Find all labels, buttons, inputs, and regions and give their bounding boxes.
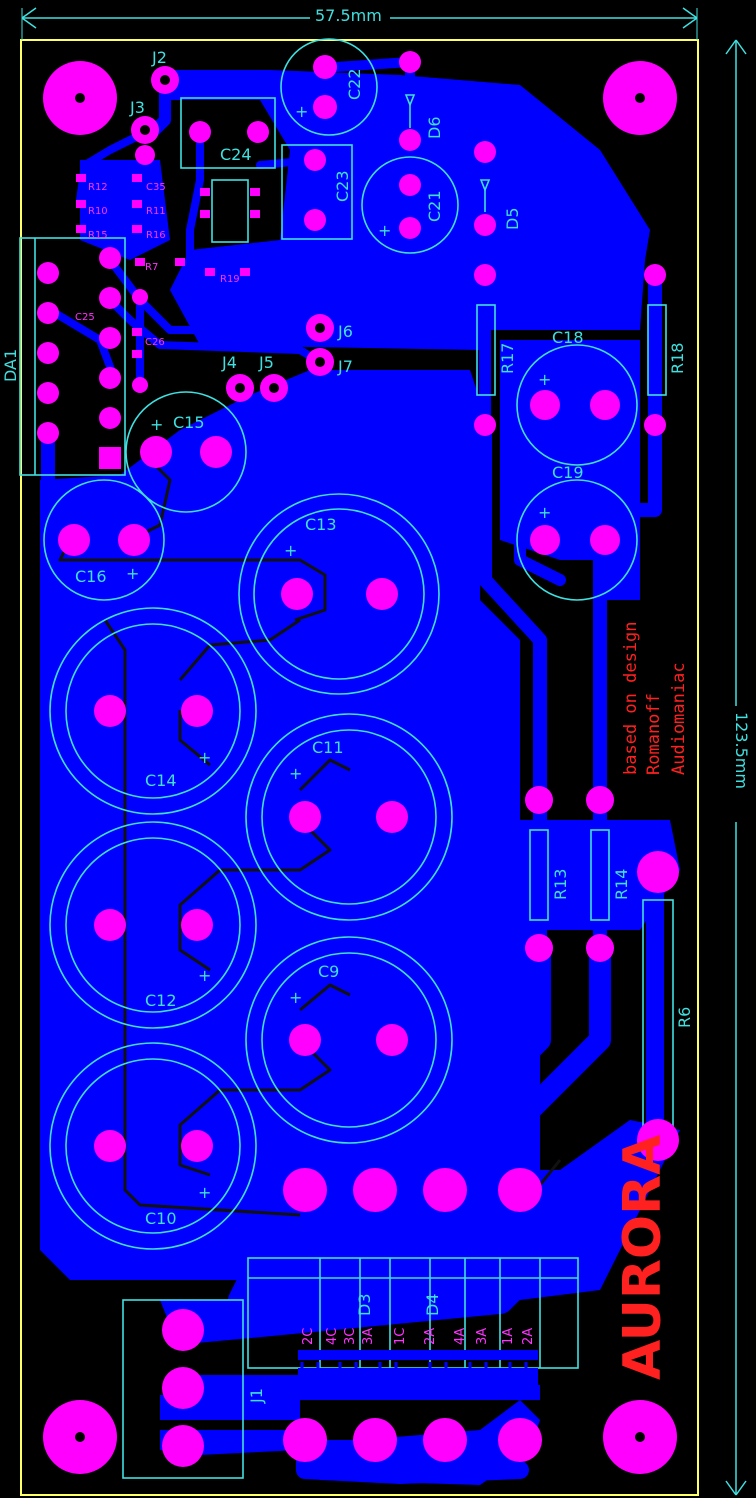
svg-text:+: + (198, 1183, 211, 1202)
label-c11: C11 (312, 738, 344, 757)
dimension-width: 57.5mm (21, 6, 698, 40)
pin-label: 2A (521, 1328, 536, 1345)
label-c18: C18 (552, 328, 584, 347)
label-j5: J5 (258, 353, 274, 372)
dimension-height: 123.5mm (725, 39, 751, 1496)
connector-pin-labels: 2C 4C 3C 3A 1C 2A 4A 3A 1A 2A (301, 1328, 536, 1345)
silkscreen-outlines (19, 38, 674, 1479)
label-c21: C21 (425, 190, 444, 222)
pin-label: 1C (393, 1328, 408, 1345)
credit-line-3: Audiomaniac (669, 662, 689, 775)
svg-text:+: + (538, 503, 551, 522)
label-j7: J7 (337, 357, 353, 376)
label-r18: R18 (668, 343, 687, 374)
polarity-marks: + + + + + + + + + + + + (126, 102, 551, 1202)
pin-label: 3A (475, 1328, 490, 1345)
label-c15: C15 (173, 413, 205, 432)
pin-label: 3C (343, 1328, 358, 1345)
label-d6: D6 (425, 117, 444, 140)
label-r13: R13 (551, 869, 570, 900)
label-da1: DA1 (1, 349, 20, 382)
board-outline (20, 39, 699, 1496)
svg-text:C25: C25 (75, 312, 95, 323)
svg-text:+: + (126, 564, 139, 583)
label-c24: C24 (220, 145, 252, 164)
credit-line-2: Romanoff (644, 693, 664, 775)
svg-text:+: + (198, 748, 211, 767)
svg-text:+: + (150, 415, 163, 434)
copper-traces (41, 57, 669, 1484)
svg-text:R11: R11 (146, 206, 166, 217)
pin-label: 1A (501, 1328, 516, 1345)
pin-label: 2C (301, 1328, 316, 1345)
svg-text:+: + (284, 541, 297, 560)
smd-leads (300, 1362, 528, 1385)
label-c14: C14 (145, 771, 177, 790)
label-c9: C9 (318, 962, 339, 981)
label-j2: J2 (151, 48, 167, 67)
label-r17: R17 (498, 343, 517, 374)
label-c22: C22 (345, 68, 364, 100)
pin-label: 3A (361, 1328, 376, 1345)
label-c12: C12 (145, 991, 177, 1010)
design-credits: based on design Romanoff Audiomaniac (621, 621, 689, 775)
dim-height-label: 123.5mm (732, 712, 751, 789)
pin-label: 4C (325, 1328, 340, 1345)
svg-text:+: + (295, 102, 308, 121)
board-title: AURORA (613, 1135, 673, 1380)
svg-text:+: + (289, 988, 302, 1007)
credit-line-1: based on design (621, 621, 641, 775)
label-c23: C23 (333, 170, 352, 202)
svg-text:R15: R15 (88, 230, 108, 241)
svg-text:R16: R16 (146, 230, 166, 241)
dim-width-label: 57.5mm (315, 6, 382, 25)
label-d3: D3 (355, 1294, 374, 1317)
label-j3: J3 (129, 98, 145, 117)
label-j1: J1 (247, 1388, 266, 1404)
svg-text:R7: R7 (145, 262, 158, 273)
svg-text:R12: R12 (88, 182, 108, 193)
svg-text:+: + (538, 370, 551, 389)
label-c10: C10 (145, 1209, 177, 1228)
label-j6: J6 (337, 322, 353, 341)
pin-label: 2A (423, 1328, 438, 1345)
label-d4: D4 (423, 1294, 442, 1317)
label-d5: D5 (503, 208, 522, 231)
svg-text:R10: R10 (88, 206, 108, 217)
component-labels: J2 J3 J4 J5 J6 J7 C24 C15 C16 C13 C14 C1… (1, 48, 694, 1404)
svg-text:C26: C26 (145, 337, 165, 348)
mounting-holes (43, 61, 677, 1474)
smd-labels: R12 R10 R15 C35 R11 R16 R7 R19 C25 C26 (75, 182, 240, 348)
svg-text:+: + (198, 966, 211, 985)
pin-label: 4A (453, 1328, 468, 1345)
smd-strip (298, 1350, 538, 1386)
label-r6: R6 (675, 1007, 694, 1028)
pads (37, 51, 679, 1467)
svg-text:+: + (289, 764, 302, 783)
label-j4: J4 (221, 353, 237, 372)
svg-text:+: + (378, 221, 391, 240)
svg-text:C35: C35 (146, 182, 166, 193)
label-c19: C19 (552, 463, 584, 482)
svg-text:R19: R19 (220, 274, 240, 285)
label-c16: C16 (75, 567, 107, 586)
label-r14: R14 (612, 869, 631, 900)
label-c13: C13 (305, 515, 337, 534)
